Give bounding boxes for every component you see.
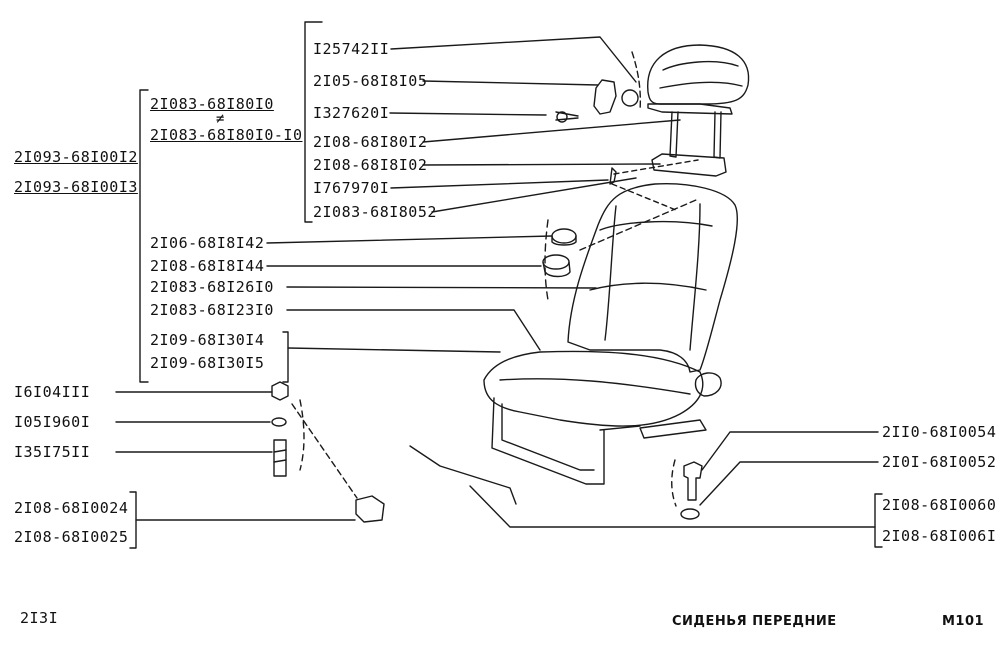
headrest [647,44,750,105]
part-label-2i083-68i80i0: 2I083-68I80I0 [150,95,274,113]
bracket-pair-2108-60 [874,493,883,548]
bolt-135 [273,439,287,477]
leader-2101 [699,461,879,506]
bracket-2108-24 [355,495,385,523]
leader-2106 [266,235,553,244]
headrest-frame [647,103,733,115]
leader-2109 [287,347,501,353]
leader-2108-60 [469,485,876,528]
part-label-2i083-68i26i0: 2I083-68I26I0 [150,278,274,296]
part-label-2i08-68i0024: 2I08-68I0024 [14,499,129,517]
part-label-2i08-68i0060: 2I08-68I0060 [882,496,997,514]
footer-title: СИДЕНЬЯ ПЕРЕДНИЕ [672,614,837,629]
bracket-pair-2109 [282,331,289,383]
rail-rod [409,445,517,505]
leader-1767970 [390,179,609,189]
leader-125742 [390,36,637,83]
leader-210838052 [431,177,637,213]
dashed-guide-headrest [631,51,642,111]
grommet-2106 [551,228,577,244]
pin-1767970 [609,167,617,185]
guide-bushing [621,89,639,107]
leader-2108-8012 [422,119,681,143]
seat-cushion [483,350,704,427]
guide-clip [593,79,617,115]
part-label-2i06-68i8i42: 2I06-68I8I42 [150,234,265,252]
part-label-2i083-68i23i0: 2I083-68I23I0 [150,301,274,319]
leader-2110 [701,431,879,471]
leader-21083-1231 [286,309,541,351]
seat-back [567,182,738,373]
part-label-i05i960i: I05I960I [14,413,91,431]
not-equal-mark: ≠ [216,111,225,127]
part-label-2i08-68i006i: 2I08-68I006I [882,527,997,545]
footer-model: 2I3I [20,609,59,627]
leader-2108-8102 [422,163,661,166]
part-label-i35i75ii: I35I75II [14,443,91,461]
footer-page: M101 [942,614,985,629]
part-label-2i09-68i30i4: 2I09-68I30I4 [150,331,265,349]
dashed-guide-bracket [291,403,358,499]
part-label-2i093-68i00i2: 2I093-68I00I2 [14,148,138,166]
part-label-2105-68i8i05: 2I05-68I8I05 [313,72,428,90]
bracket-pair-2108-24 [129,491,137,549]
dashed-guide-left [544,219,549,301]
part-label-1327620: I327620I [313,104,390,122]
leader-2105 [422,80,599,86]
part-label-2i09-68i30i5: 2I09-68I30I5 [150,354,265,372]
dashed-guide-bolt [299,399,305,471]
part-label-2i0i-68i0052: 2I0I-68I0052 [882,453,997,471]
washer-105 [271,417,287,427]
part-label-125742: I25742II [313,40,390,58]
part-label-2ii0-68i0054: 2II0-68I0054 [882,423,997,441]
part-label-2i08-68i0025: 2I08-68I0025 [14,528,129,546]
bracket-seat-group [139,89,149,383]
part-label-i6i04iii: I6I04III [14,383,91,401]
seat-frame [491,397,605,485]
guide-plate [651,153,727,177]
nut-16104 [271,381,289,401]
washer-2101 [680,508,700,520]
dashed-guide-arrow-3 [579,199,697,251]
bolt-2110 [683,461,703,501]
grommet-2108-144 [542,254,570,270]
leader-21083-1261 [286,286,597,289]
part-label-2i093-68i00i3: 2I093-68I00I3 [14,178,138,196]
part-label-2108-68i8i02: 2I08-68I8I02 [313,156,428,174]
recline-knob [694,372,722,397]
part-label-1767970: I767970I [313,179,390,197]
headrest-post-right [713,111,722,159]
part-label-2i083-68i8052: 2I083-68I8052 [313,203,437,221]
part-label-2i08-68i8i44: 2I08-68I8I44 [150,257,265,275]
dashed-guide-arrow-1 [613,159,699,175]
dashed-guide-stud [671,459,677,507]
part-label-2i083-68i80i0-i0: 2I083-68I80I0-I0 [150,126,303,144]
dashed-guide-arrow-2 [611,183,677,211]
adjuster-lever [639,419,707,439]
leader-1327620 [389,112,547,116]
bracket-headrest-group [304,21,323,223]
headrest-post-left [669,111,679,158]
part-label-2108-68i80i2: 2I08-68I80I2 [313,133,428,151]
